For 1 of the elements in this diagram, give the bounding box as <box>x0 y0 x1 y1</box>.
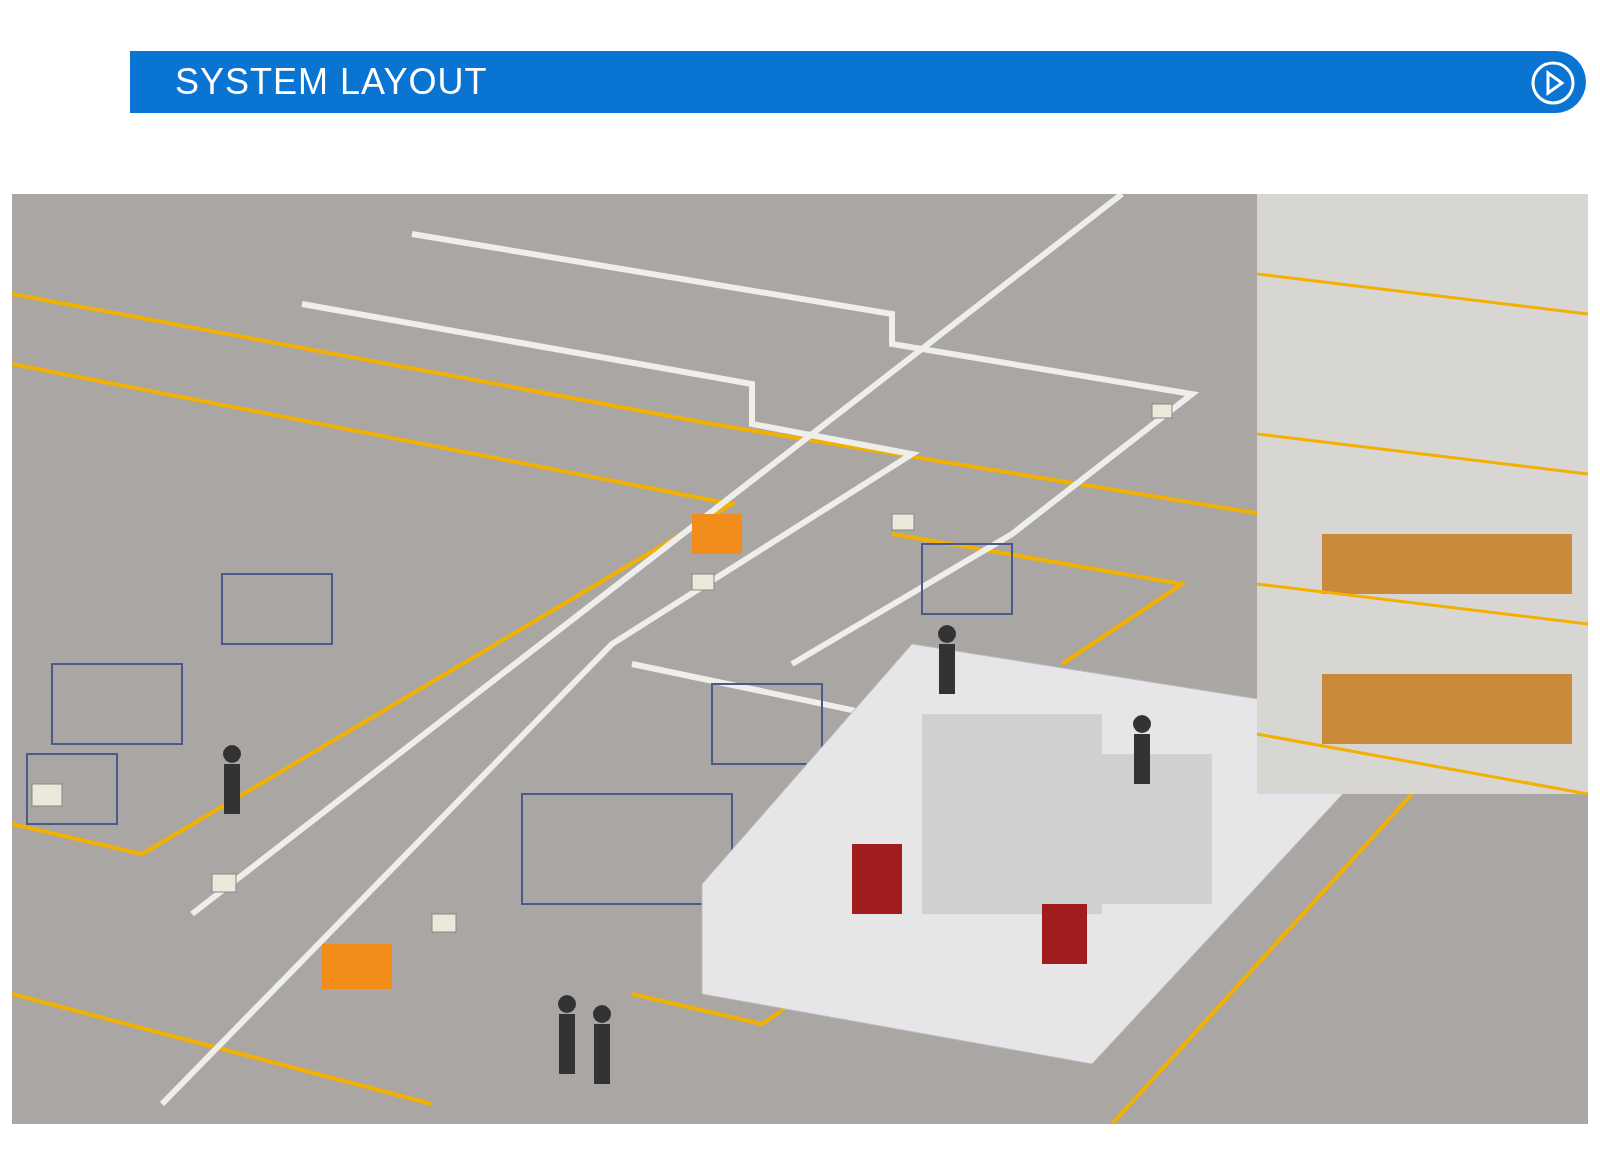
page-title: SYSTEM LAYOUT <box>175 62 488 102</box>
